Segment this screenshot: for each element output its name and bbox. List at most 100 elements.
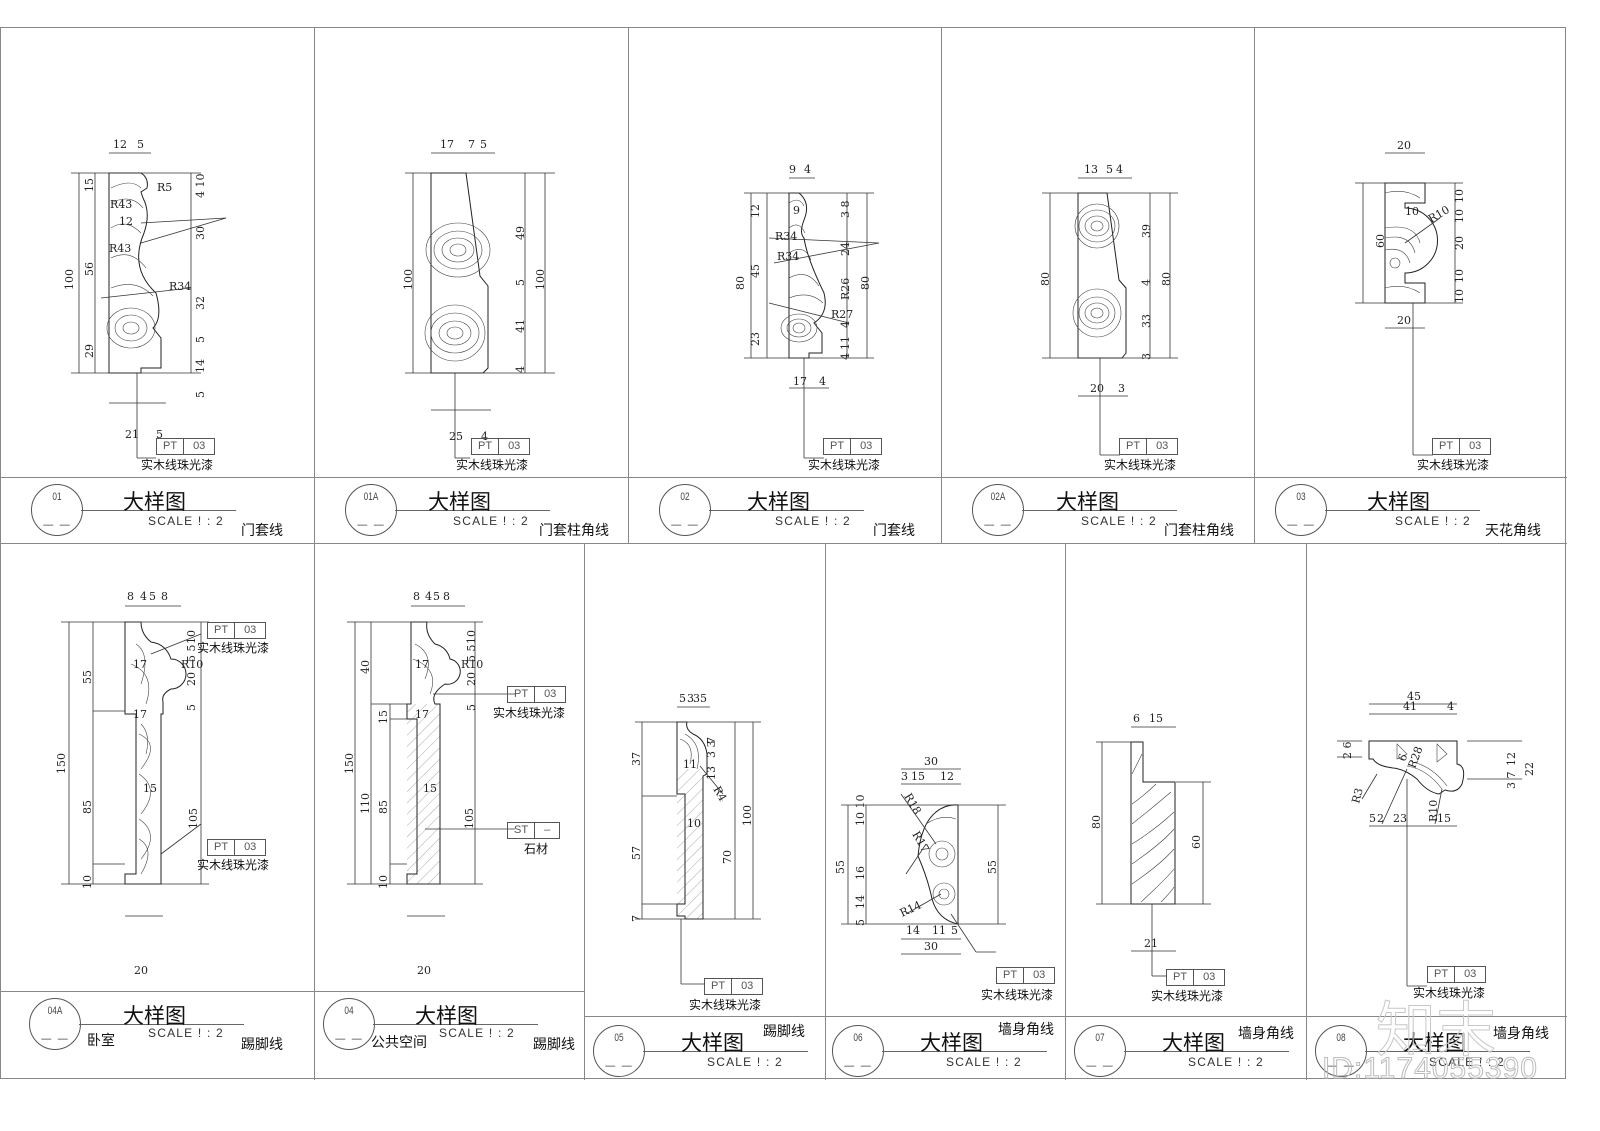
svg-text:9: 9	[793, 204, 800, 217]
title-block-02a: 02A— — 大样图 SCALE ! : 2 门套柱角线	[942, 477, 1254, 540]
detail-title: 大样图	[415, 1004, 478, 1028]
detail-title: 大样图	[428, 490, 491, 514]
bubble-number: 01A	[363, 491, 379, 503]
svg-text:3: 3	[687, 692, 694, 705]
tag-number: 03	[498, 439, 529, 454]
detail-bubble: 07— —	[1074, 1025, 1126, 1077]
svg-text:41: 41	[514, 319, 527, 333]
detail-scale: SCALE ! : 2	[1395, 514, 1471, 528]
svg-text:3: 3	[693, 692, 700, 705]
material-note: 实木线珠光漆	[1104, 458, 1177, 472]
detail-caption: 踢脚线	[241, 1037, 283, 1053]
svg-text:4: 4	[425, 590, 432, 603]
material-note: 实木线珠光漆	[689, 998, 762, 1012]
tag-code: PT	[1003, 969, 1018, 981]
detail-bubble: 01A — —	[345, 484, 397, 536]
tag-number: –	[534, 823, 559, 838]
svg-text:10: 10	[687, 817, 701, 830]
tag-number: 03	[1454, 967, 1485, 982]
bubble-sheet-ref: — —	[40, 1032, 70, 1045]
svg-text:70: 70	[721, 850, 734, 864]
svg-text:6: 6	[1133, 712, 1140, 725]
tag-code: PT	[1439, 440, 1454, 452]
svg-text:49: 49	[514, 226, 527, 240]
title-block-05: 05— — 大样图 踢脚线 SCALE ! : 2	[585, 1016, 825, 1082]
svg-text:R43: R43	[110, 198, 132, 211]
detail-scale: SCALE ! : 2	[439, 1026, 515, 1040]
svg-text:10: 10	[81, 875, 94, 889]
svg-text:15: 15	[143, 782, 157, 795]
tag-number: 03	[183, 439, 214, 454]
svg-text:R26: R26	[839, 278, 852, 300]
detail-bubble: 04— —	[323, 998, 375, 1050]
svg-text:21: 21	[125, 428, 139, 441]
svg-text:57: 57	[630, 846, 643, 860]
material-note: 实木线珠光漆	[808, 458, 881, 472]
svg-text:4: 4	[804, 163, 811, 176]
svg-text:4: 4	[514, 366, 527, 373]
tag-code: PT	[1126, 440, 1141, 452]
svg-text:20: 20	[417, 964, 431, 977]
tag-number: 03	[850, 439, 881, 454]
svg-text:10 10: 10 10	[854, 795, 867, 827]
tag-code: PT	[514, 688, 529, 700]
material-note-stone: 石材	[524, 842, 549, 856]
tag-code: PT	[478, 440, 493, 452]
bubble-sheet-ref: — —	[356, 518, 386, 531]
material-note-upper: 实木线珠光漆	[197, 641, 270, 655]
svg-text:41: 41	[1403, 700, 1417, 713]
svg-text:5: 5	[1106, 163, 1113, 176]
svg-text:8: 8	[161, 590, 168, 603]
detail-title: 大样图	[123, 490, 186, 514]
svg-text:37: 37	[630, 752, 643, 766]
svg-text:14: 14	[854, 895, 867, 909]
material-note: 实木线珠光漆	[141, 458, 214, 472]
tag-number: 03	[234, 623, 265, 638]
svg-text:17: 17	[133, 708, 147, 721]
svg-text:5: 5	[951, 924, 958, 937]
svg-text:5: 5	[137, 138, 144, 151]
svg-text:30: 30	[924, 940, 938, 953]
detail-scale: SCALE ! : 2	[453, 514, 529, 528]
bubble-number: 01	[52, 491, 62, 503]
svg-text:80: 80	[1090, 815, 1103, 829]
title-block-03: 03— — 大样图 SCALE ! : 2 天花角线	[1255, 477, 1567, 540]
svg-text:R3: R3	[1349, 787, 1366, 805]
detail-room: 公共空间	[371, 1035, 427, 1051]
svg-text:R34: R34	[775, 230, 797, 243]
svg-text:80: 80	[859, 276, 872, 290]
svg-text:17: 17	[415, 658, 429, 671]
detail-bubble: 02— —	[659, 484, 711, 536]
svg-text:12: 12	[113, 138, 127, 151]
bubble-sheet-ref: — —	[1326, 1059, 1356, 1072]
detail-title: 大样图	[1056, 490, 1119, 514]
watermark-id: ID:1174055390	[1322, 1052, 1538, 1086]
detail-caption: 门套线	[241, 523, 283, 539]
detail-caption: 门套线	[873, 523, 915, 539]
svg-text:4: 4	[839, 321, 852, 328]
svg-text:10: 10	[1453, 269, 1466, 283]
svg-text:150: 150	[55, 753, 68, 774]
title-block-07: 07— — 大样图 墙身角线 SCALE ! : 2	[1066, 1016, 1306, 1082]
svg-text:5: 5	[465, 704, 478, 711]
svg-text:2: 2	[1377, 812, 1384, 825]
svg-text:20: 20	[1090, 382, 1104, 395]
